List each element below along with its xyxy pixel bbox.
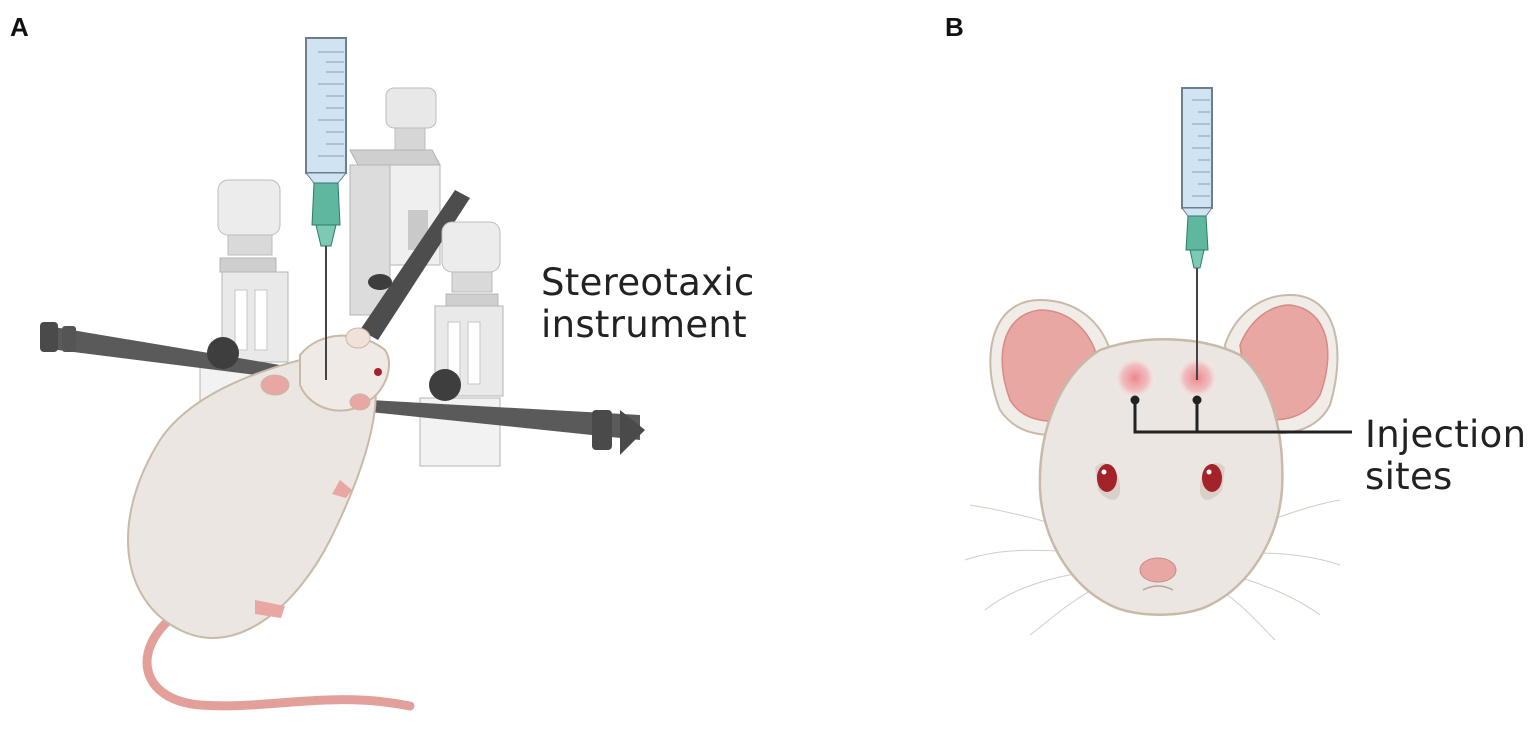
callout-stereotaxic-instrument: Stereotaxic instrument — [541, 262, 755, 346]
injection-site-glow-left — [1113, 356, 1157, 400]
callout-injection-sites: Injection sites — [1365, 414, 1526, 498]
panel-a-illustration — [40, 37, 645, 711]
callout-line-2: sites — [1365, 455, 1453, 498]
injection-site-marker-icon — [1133, 400, 1352, 434]
panel-label-a: A — [10, 12, 29, 42]
syringe-icon — [304, 37, 348, 380]
syringe-icon — [1181, 87, 1213, 380]
callout-line-1: Stereotaxic — [541, 261, 755, 304]
callout-line-1: Injection — [1365, 413, 1527, 456]
panel-label-b: B — [945, 12, 964, 42]
rat-icon — [126, 327, 415, 711]
callout-line-2: instrument — [541, 303, 747, 346]
mouse-head-icon — [964, 293, 1341, 641]
